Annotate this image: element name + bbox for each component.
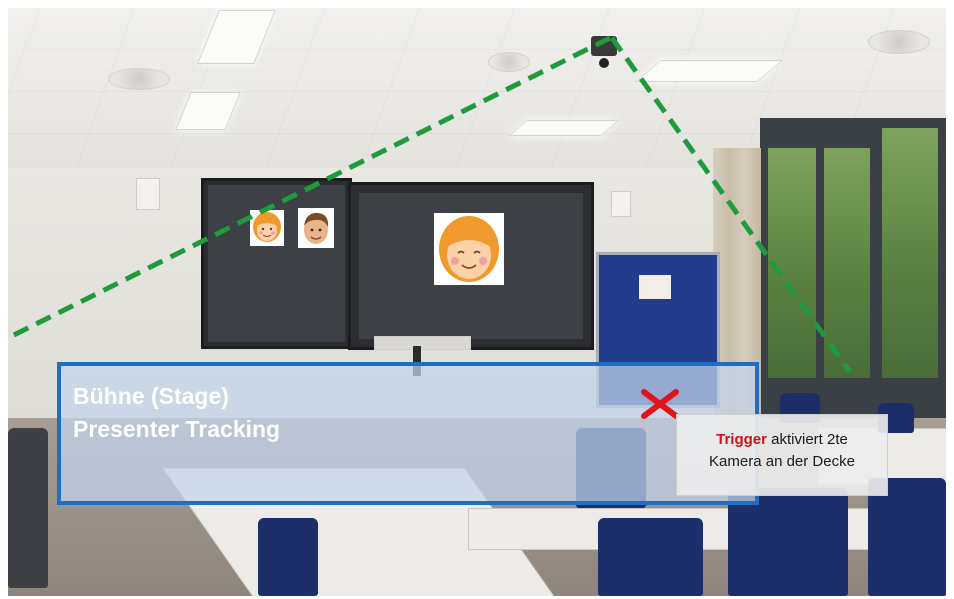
chair (728, 488, 848, 596)
display-stand (413, 346, 421, 376)
red-x-marker-icon (641, 389, 679, 419)
fov-line-left (10, 35, 612, 339)
chair (258, 518, 318, 596)
girl-face-large-icon (434, 213, 504, 285)
stage-label-line1: Bühne (Stage) (73, 383, 229, 409)
fov-line-right (609, 36, 853, 374)
camera-lens (599, 58, 609, 68)
window-frame (760, 118, 946, 418)
trigger-line1-rest: aktiviert 2te (766, 431, 848, 448)
window-pane (768, 148, 816, 378)
chair (8, 428, 48, 588)
stage-zone: Bühne (Stage) Presenter Tracking (57, 362, 759, 505)
window-pane (824, 148, 870, 378)
chair (868, 478, 946, 596)
soundbar (374, 336, 471, 350)
wall-speaker (611, 191, 631, 217)
ceiling-camera-icon (591, 36, 617, 56)
trigger-line1: Trigger aktiviert 2te (677, 429, 887, 451)
ceiling-vent (488, 52, 530, 72)
ceiling-vent (108, 68, 170, 90)
trigger-line2: Kamera an der Decke (709, 453, 855, 470)
trigger-word: Trigger (716, 431, 767, 448)
boy-face-icon (298, 208, 334, 248)
window-pane (882, 128, 938, 378)
stage-label-line2: Presenter Tracking (73, 416, 281, 442)
pinboard-note (639, 275, 671, 299)
stage-label: Bühne (Stage) Presenter Tracking (73, 380, 280, 446)
ceiling-vent (868, 30, 930, 54)
wall-speaker (136, 178, 160, 210)
chair (598, 518, 703, 596)
girl-face-icon (250, 210, 284, 246)
trigger-callout: Trigger aktiviert 2te Kamera an der Deck… (676, 414, 888, 496)
